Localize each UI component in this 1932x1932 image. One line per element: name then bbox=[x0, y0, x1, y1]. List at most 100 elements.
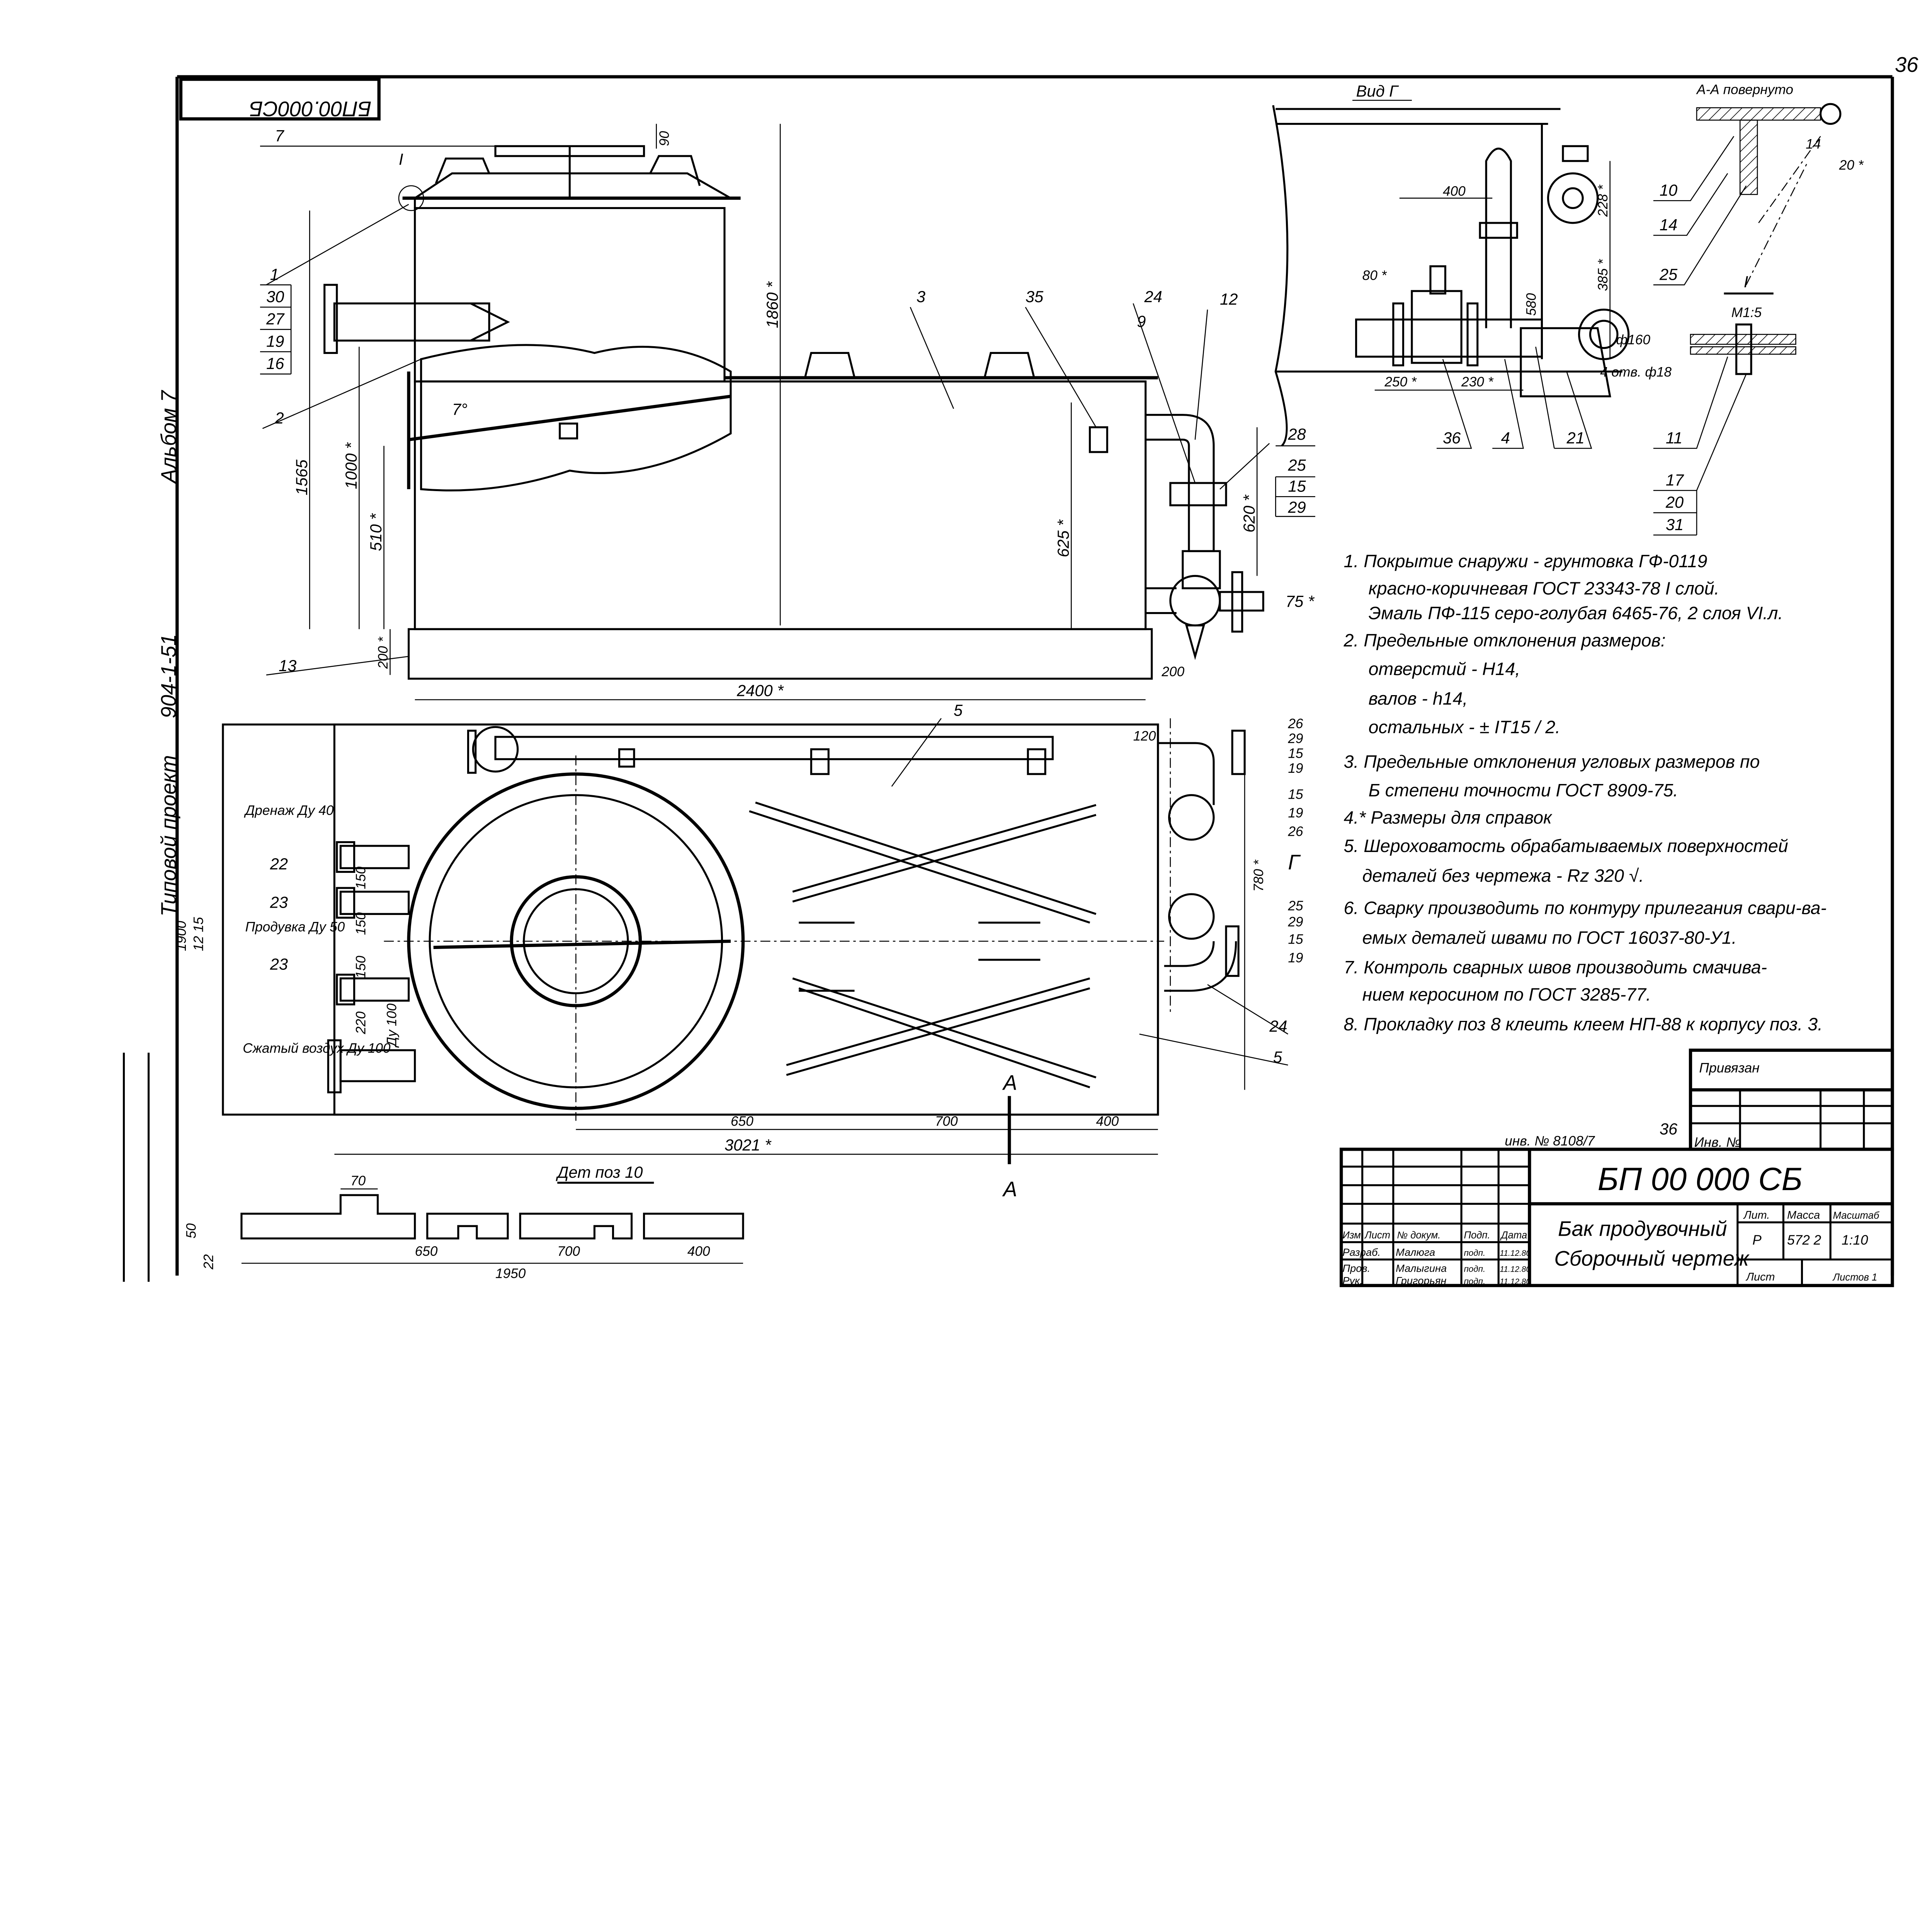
vg-dim-400: 400 bbox=[1443, 184, 1466, 199]
item-9: 9 bbox=[1137, 312, 1146, 330]
item-3: 3 bbox=[917, 287, 925, 306]
plan-dim-650: 650 bbox=[731, 1114, 753, 1129]
svg-text:Лист: Лист bbox=[1364, 1230, 1390, 1241]
plan-dim-1900: 1900 bbox=[174, 921, 189, 951]
mass-label: Масса bbox=[1787, 1209, 1820, 1221]
plan-dim-150c: 150 bbox=[354, 956, 369, 978]
svg-text:валов - h14,: валов - h14, bbox=[1369, 689, 1468, 709]
section-aa-title: А-А повернуто bbox=[1696, 82, 1793, 97]
svg-text:отверстий - Н14,: отверстий - Н14, bbox=[1369, 659, 1520, 679]
front-dim-2400: 2400 * bbox=[736, 681, 784, 699]
svg-text:БП00.000СБ: БП00.000СБ bbox=[249, 97, 371, 121]
svg-text:Малюга: Малюга bbox=[1396, 1246, 1435, 1258]
item-stack-1: 1 30 27 19 16 bbox=[260, 265, 292, 375]
front-dim-200a: 200 * bbox=[376, 636, 391, 669]
detail-mark-I: I bbox=[399, 150, 403, 168]
callout-blowdown: Продувка Ду 50 bbox=[245, 919, 345, 934]
front-leaders bbox=[260, 145, 1270, 676]
front-dim-1860: 1860 * bbox=[763, 281, 781, 328]
inverted-code-stamp: БП00.000СБ bbox=[179, 77, 381, 121]
drawing-name-2: Сборочный чертеж bbox=[1554, 1247, 1750, 1270]
item-24: 24 bbox=[1144, 287, 1162, 306]
vg-item-21: 21 bbox=[1566, 429, 1584, 447]
aa-item-10: 10 bbox=[1660, 181, 1677, 199]
svg-text:29: 29 bbox=[1287, 914, 1303, 929]
svg-text:11.12.80: 11.12.80 bbox=[1500, 1249, 1531, 1258]
aa-dim-20: 20 * bbox=[1839, 158, 1864, 173]
aa-dim-14: 14 bbox=[1806, 137, 1821, 152]
aa-item-25: 25 bbox=[1659, 265, 1678, 283]
svg-text:2. Предельные отклонения разме: 2. Предельные отклонения размеров: bbox=[1344, 630, 1666, 650]
svg-text:подп.: подп. bbox=[1464, 1248, 1485, 1258]
svg-text:15: 15 bbox=[1288, 477, 1306, 495]
svg-text:25: 25 bbox=[1287, 898, 1303, 913]
view-g-title: Вид Г bbox=[1356, 82, 1400, 100]
plan-dim-3021: 3021 * bbox=[724, 1136, 772, 1154]
svg-text:19: 19 bbox=[1288, 805, 1303, 820]
drawing-name-1: Бак продувочный bbox=[1558, 1217, 1727, 1241]
svg-text:26: 26 bbox=[1287, 716, 1303, 731]
callout-drain: Дренаж Ду 40 bbox=[244, 803, 334, 818]
svg-text:Малыгина: Малыгина bbox=[1396, 1262, 1447, 1274]
svg-text:1: 1 bbox=[270, 265, 279, 283]
det10-dim-22: 22 bbox=[201, 1254, 216, 1270]
lit-value: Р bbox=[1752, 1233, 1762, 1248]
album-label: Альбом 7 bbox=[157, 390, 180, 484]
plan-item-23b: 23 bbox=[270, 955, 288, 973]
lit-label: Лит. bbox=[1743, 1209, 1770, 1221]
front-dim-625: 625 * bbox=[1054, 519, 1072, 557]
vg-dim-385: 385 * bbox=[1595, 259, 1611, 291]
plan-item-5-top: 5 bbox=[954, 701, 963, 719]
detail-10-title: Дет поз 10 bbox=[556, 1163, 643, 1181]
plan-dim-1215: 12 15 bbox=[191, 917, 206, 951]
svg-text:28: 28 bbox=[1287, 425, 1306, 443]
item-12: 12 bbox=[1220, 290, 1238, 308]
vg-dim-580: 580 bbox=[1524, 293, 1539, 316]
drawing-sheet: 36 БП00.000СБ Альбом 7 904-1-51 Типовой … bbox=[122, 53, 1919, 1287]
svg-text:19: 19 bbox=[266, 332, 284, 350]
plan-view bbox=[222, 718, 1246, 1164]
front-dim-1000: 1000 * bbox=[342, 442, 360, 489]
svg-text:подп.: подп. bbox=[1464, 1264, 1485, 1274]
mass-value: 572 2 bbox=[1787, 1233, 1821, 1248]
callout-compressed-air: Сжатый воздух Ду 100 bbox=[243, 1041, 391, 1056]
svg-text:16: 16 bbox=[266, 354, 284, 372]
svg-text:8. Прокладку поз 8 клеить клее: 8. Прокладку поз 8 клеить клеем НП-88 к … bbox=[1344, 1014, 1823, 1034]
front-dim-200b: 200 bbox=[1161, 664, 1184, 679]
front-angle-7: 7° bbox=[452, 400, 468, 418]
detail-i bbox=[1690, 293, 1796, 375]
vg-dim-80: 80 * bbox=[1362, 268, 1387, 283]
svg-text:27: 27 bbox=[266, 310, 285, 328]
svg-text:30: 30 bbox=[266, 287, 284, 306]
scale-value: 1:10 bbox=[1842, 1233, 1868, 1248]
front-dim-510: 510 * bbox=[367, 513, 385, 551]
svg-text:№ докум.: № докум. bbox=[1397, 1230, 1440, 1241]
plan-dim-780: 780 * bbox=[1251, 859, 1266, 892]
svg-text:5. Шероховатость обрабатываемы: 5. Шероховатость обрабатываемых поверхно… bbox=[1344, 836, 1788, 856]
privyazan-label: Привязан bbox=[1699, 1061, 1759, 1076]
aa-item-14: 14 bbox=[1660, 216, 1677, 234]
svg-text:Рук.: Рук. bbox=[1342, 1275, 1362, 1287]
section-mark-a-bottom: A bbox=[1002, 1177, 1017, 1201]
plan-dim-220: 220 bbox=[354, 1011, 369, 1034]
revision-header: Изм. Лист № докум. Подп. Дата bbox=[1342, 1230, 1527, 1241]
plan-dim-150b: 150 bbox=[354, 912, 369, 935]
plan-dim-150a: 150 bbox=[354, 866, 369, 889]
plan-item-23a: 23 bbox=[270, 893, 288, 911]
vg-item-36: 36 bbox=[1443, 429, 1461, 447]
plan-dim-120: 120 bbox=[1133, 729, 1156, 744]
svg-text:деталей без чертежа - Rz 320 √: деталей без чертежа - Rz 320 √. bbox=[1362, 866, 1644, 886]
signature-row-developer: Разраб. Малюга подп. 11.12.80 bbox=[1342, 1246, 1531, 1258]
svg-text:11.12.80: 11.12.80 bbox=[1500, 1277, 1531, 1286]
svg-text:Разраб.: Разраб. bbox=[1342, 1246, 1381, 1258]
svg-text:19: 19 bbox=[1288, 950, 1303, 965]
svg-text:остальных - ± IT15 / 2.: остальных - ± IT15 / 2. bbox=[1369, 717, 1560, 737]
svg-text:15: 15 bbox=[1288, 932, 1303, 947]
detail-i-scale: М1:5 bbox=[1731, 305, 1762, 320]
technical-notes: 1. Покрытие снаружи - грунтовка ГФ-0119 … bbox=[1344, 551, 1827, 1034]
di-item-11: 11 bbox=[1666, 429, 1682, 447]
sheet-mark-36: 36 bbox=[1660, 1120, 1678, 1138]
scale-label: Масштаб bbox=[1833, 1210, 1880, 1221]
front-dim-75: 75 * bbox=[1286, 592, 1315, 611]
svg-text:нием керосином по ГОСТ 3285-77: нием керосином по ГОСТ 3285-77. bbox=[1362, 985, 1651, 1005]
